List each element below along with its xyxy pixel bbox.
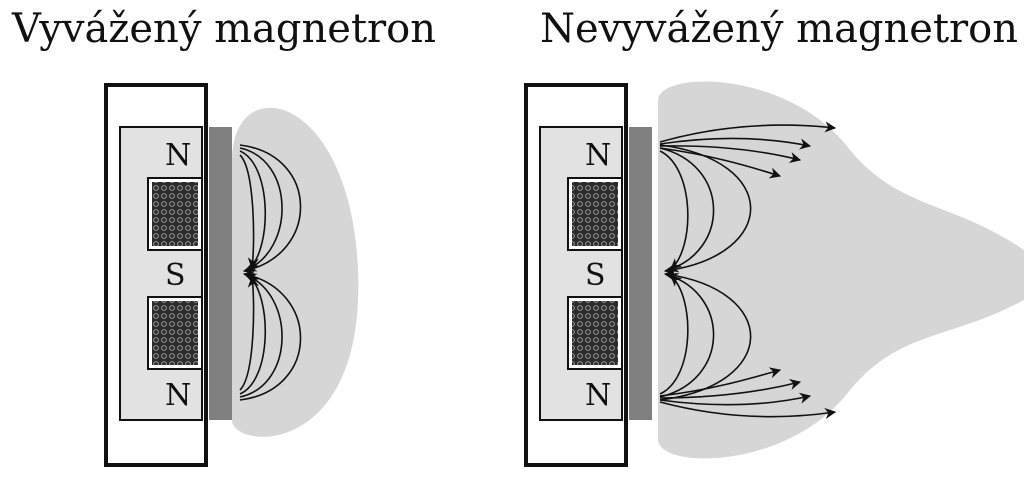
pole-s-unbalanced: S [585, 258, 606, 293]
magnet-outer-unbalanced [539, 126, 623, 421]
field-lines-balanced [239, 144, 302, 401]
field-lines-unbalanced [659, 121, 837, 419]
coil-top-unbalanced [572, 182, 618, 246]
plasma-region-unbalanced [658, 81, 1024, 459]
left-title: Vyvážený magnetron [12, 6, 436, 52]
balanced-magnetron: N S N [104, 83, 359, 467]
pole-n-bottom-balanced: N [165, 378, 191, 413]
coil-bottom-balanced [152, 301, 198, 365]
plasma-region-balanced [232, 107, 359, 437]
magnet-outer-balanced [119, 126, 203, 421]
coil-top-balanced [152, 182, 198, 246]
target-unbalanced [629, 127, 652, 420]
right-title: Nevyvážený magnetron [540, 6, 1018, 52]
pole-s-balanced: S [165, 258, 186, 293]
target-balanced [209, 127, 232, 420]
coil-bottom-unbalanced [572, 301, 618, 365]
pole-n-top-balanced: N [165, 138, 191, 173]
pole-n-bottom-unbalanced: N [585, 378, 611, 413]
unbalanced-magnetron: N S N [524, 81, 1024, 467]
pole-n-top-unbalanced: N [585, 138, 611, 173]
